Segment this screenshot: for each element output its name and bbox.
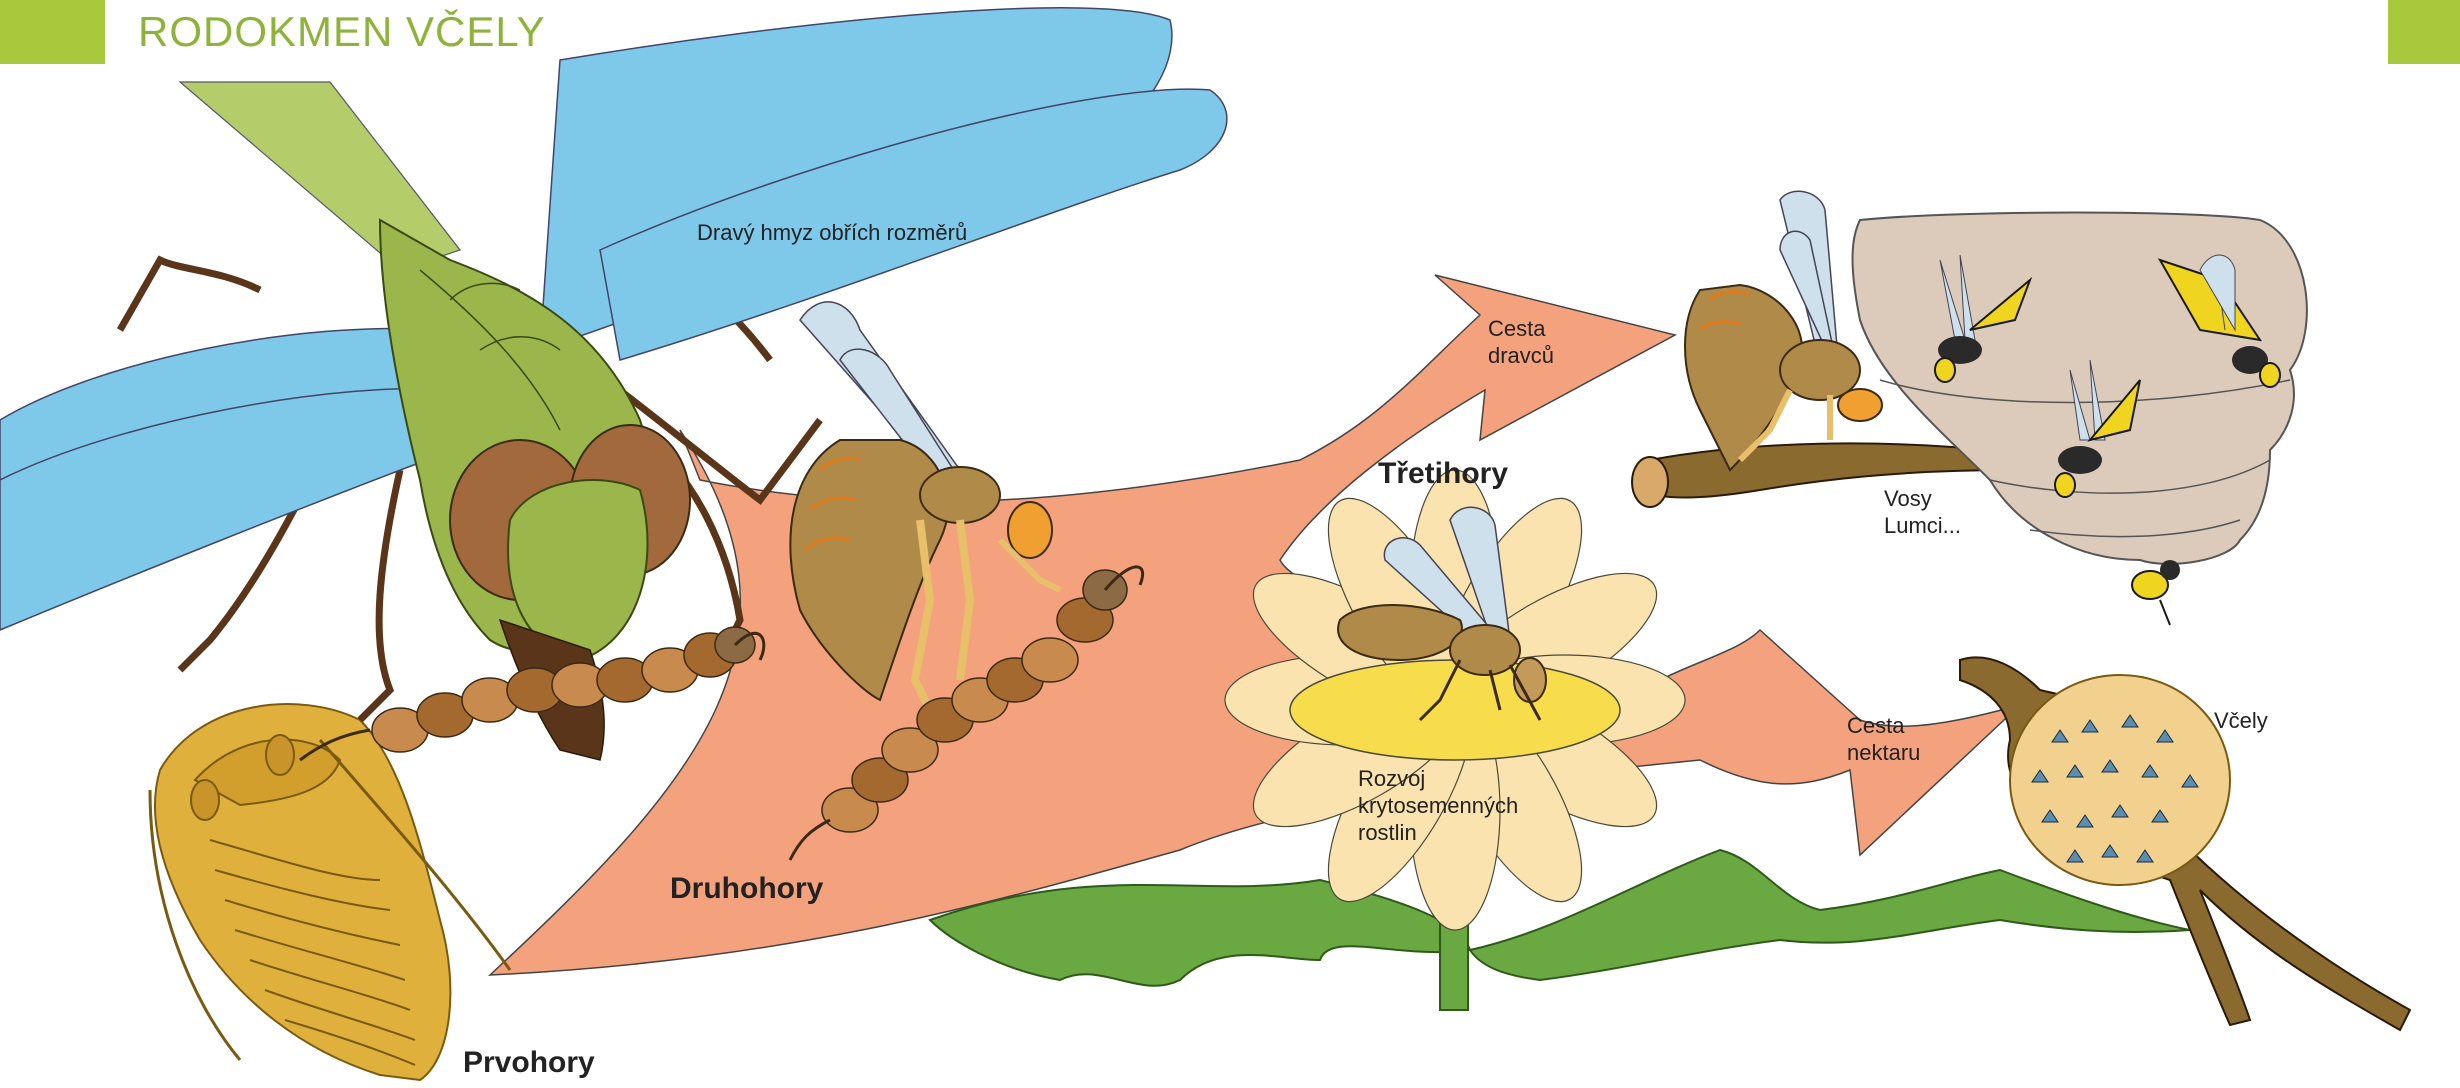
nectar-path-label-line1: Cesta	[1847, 713, 1905, 738]
dragonfly-label: Dravý hmyz obřích rozměrů	[697, 220, 967, 245]
wasp-4	[2132, 560, 2180, 625]
predator-path-label-line2: dravců	[1488, 343, 1554, 368]
era-label-tretihory: Třetihory	[1378, 457, 1508, 490]
wasp-nest	[1853, 213, 2307, 564]
flowering-label-line1: Rozvoj	[1358, 766, 1425, 791]
era-label-druhohory: Druhohory	[670, 872, 824, 905]
bees-label: Včely	[2214, 708, 2268, 733]
trilobite	[150, 704, 510, 1080]
wasps-label-line1: Vosy	[1884, 486, 1932, 511]
flowering-label-line3: rostlin	[1358, 820, 1417, 845]
nectar-path-label-line2: nektaru	[1847, 740, 1920, 765]
wasps-label-line2: Lumci...	[1884, 513, 1961, 538]
predator-path-label-line1: Cesta	[1488, 316, 1546, 341]
flowering-label-line2: krytosemenných	[1358, 793, 1518, 818]
bee-hive	[1960, 657, 2410, 1030]
era-label-prvohory: Prvohory	[463, 1046, 595, 1079]
